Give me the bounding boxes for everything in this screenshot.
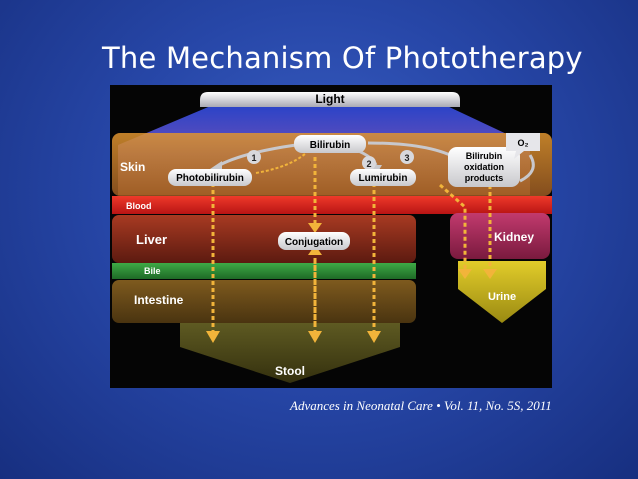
kidney-label: Kidney [494, 230, 534, 244]
oxygen-badge: O₂ [506, 133, 540, 183]
light-lamp: Light [200, 92, 460, 107]
slide-title: The Mechanism Of Phototherapy [102, 41, 583, 75]
skin-label: Skin [120, 160, 145, 174]
oxidation-label-line2: oxidation [464, 162, 504, 172]
photobilirubin-node [168, 169, 252, 186]
photobilirubin-label: Photobilirubin [176, 173, 244, 184]
kidney-layer [450, 213, 550, 259]
phototherapy-diagram: Light Skin Blood Liver Bile Intestine St… [110, 85, 552, 388]
light-label: Light [315, 92, 344, 106]
transport-arrows [206, 157, 497, 343]
oxidation-label-line1: Bilirubin [466, 151, 503, 161]
lumirubin-node [350, 169, 416, 186]
urine-label: Urine [488, 291, 516, 303]
bile-label: Bile [144, 266, 161, 276]
oxidation-label-line3: products [465, 173, 504, 183]
bilirubin-label: Bilirubin [310, 140, 351, 151]
source-citation: Advances in Neonatal Care • Vol. 11, No.… [290, 398, 552, 413]
urine-arrow [458, 261, 546, 323]
stool-label: Stool [275, 364, 305, 378]
stool-arrow [180, 323, 400, 383]
liver-layer [112, 215, 416, 263]
oxygen-label: O₂ [518, 138, 529, 148]
oxidation-products-node [448, 147, 520, 187]
intestine-label: Intestine [134, 293, 184, 307]
bilirubin-node [294, 135, 366, 153]
step-3: 3 [404, 153, 409, 163]
conjugation-label: Conjugation [285, 237, 343, 248]
step-badges: 1 2 3 [247, 150, 414, 170]
step-1: 1 [251, 153, 256, 163]
intestine-layer [112, 280, 416, 323]
blood-label: Blood [126, 201, 152, 211]
step-2: 2 [366, 159, 371, 169]
lumirubin-label: Lumirubin [359, 173, 408, 184]
bile-layer [112, 263, 416, 279]
liver-label: Liver [136, 232, 167, 247]
blood-layer [112, 196, 552, 214]
reverse-arrows [255, 152, 307, 174]
conjugation-node [278, 232, 350, 250]
